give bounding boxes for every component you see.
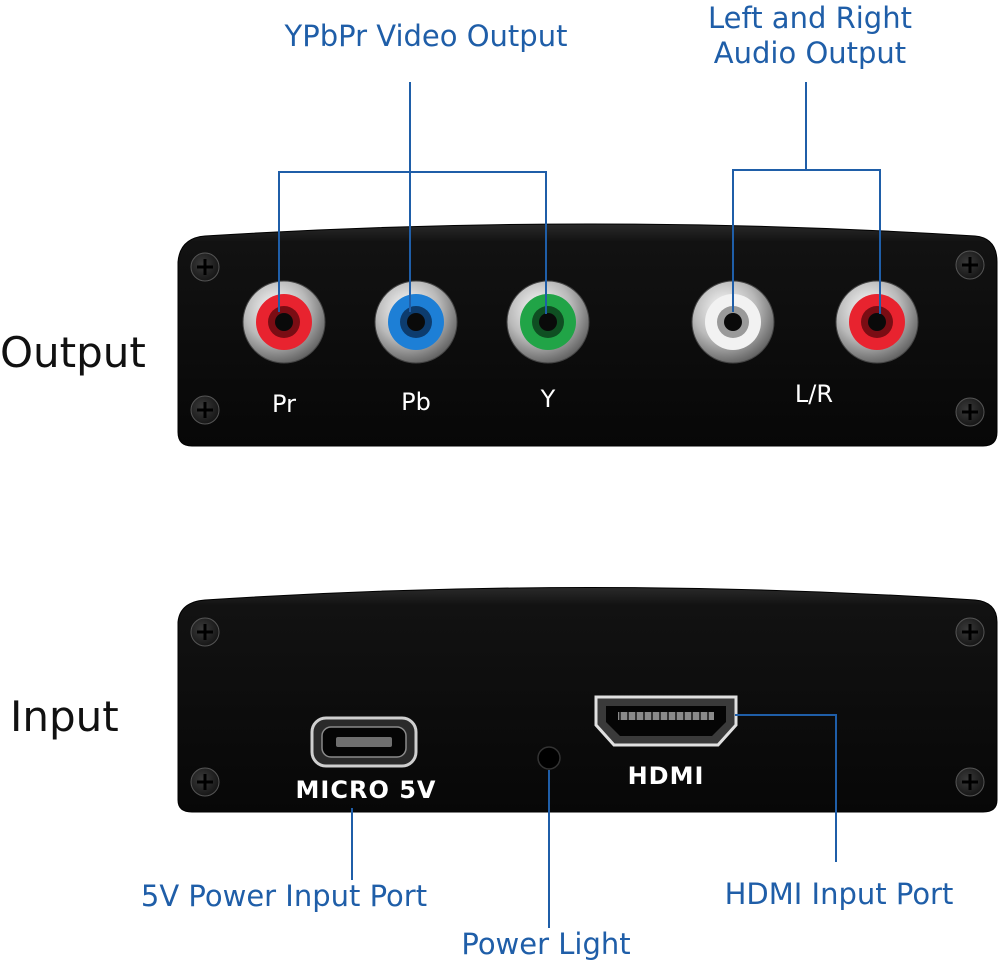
micro-usb-port-icon xyxy=(310,716,418,768)
port-label-y: Y xyxy=(540,385,556,413)
screw-icon xyxy=(955,767,985,797)
rca-jack-pb-icon xyxy=(374,280,458,364)
power-light-icon xyxy=(537,746,561,770)
screw-icon xyxy=(955,617,985,647)
port-label-pr: Pr xyxy=(272,390,296,418)
screw-icon xyxy=(190,617,220,647)
output-panel xyxy=(177,223,998,447)
callout-power-input: 5V Power Input Port xyxy=(140,879,428,913)
rca-jack-left-icon xyxy=(691,280,775,364)
output-section-label: Output xyxy=(0,328,146,377)
screw-icon xyxy=(190,767,220,797)
input-section-label: Input xyxy=(10,692,119,741)
callout-hdmi-input: HDMI Input Port xyxy=(724,877,954,911)
port-label-pb: Pb xyxy=(401,388,431,416)
hdmi-port-icon xyxy=(594,695,738,747)
callout-video-output: YPbPr Video Output xyxy=(284,19,568,53)
screw-icon xyxy=(190,252,220,282)
rca-jack-y-icon xyxy=(506,280,590,364)
screw-icon xyxy=(190,395,220,425)
rca-jack-right-icon xyxy=(835,280,919,364)
callout-audio-output-line1: Left and Right xyxy=(708,1,912,35)
port-label-micro-5v: MICRO 5V xyxy=(295,776,437,804)
rca-jack-pr-icon xyxy=(242,280,326,364)
leader-lines xyxy=(278,82,881,928)
port-label-hdmi: HDMI xyxy=(627,762,705,790)
screw-icon xyxy=(955,397,985,427)
callout-audio-output-line2: Audio Output xyxy=(713,36,907,70)
callout-power-light: Power Light xyxy=(461,927,631,961)
screw-icon xyxy=(955,250,985,280)
port-label-lr: L/R xyxy=(794,380,834,408)
